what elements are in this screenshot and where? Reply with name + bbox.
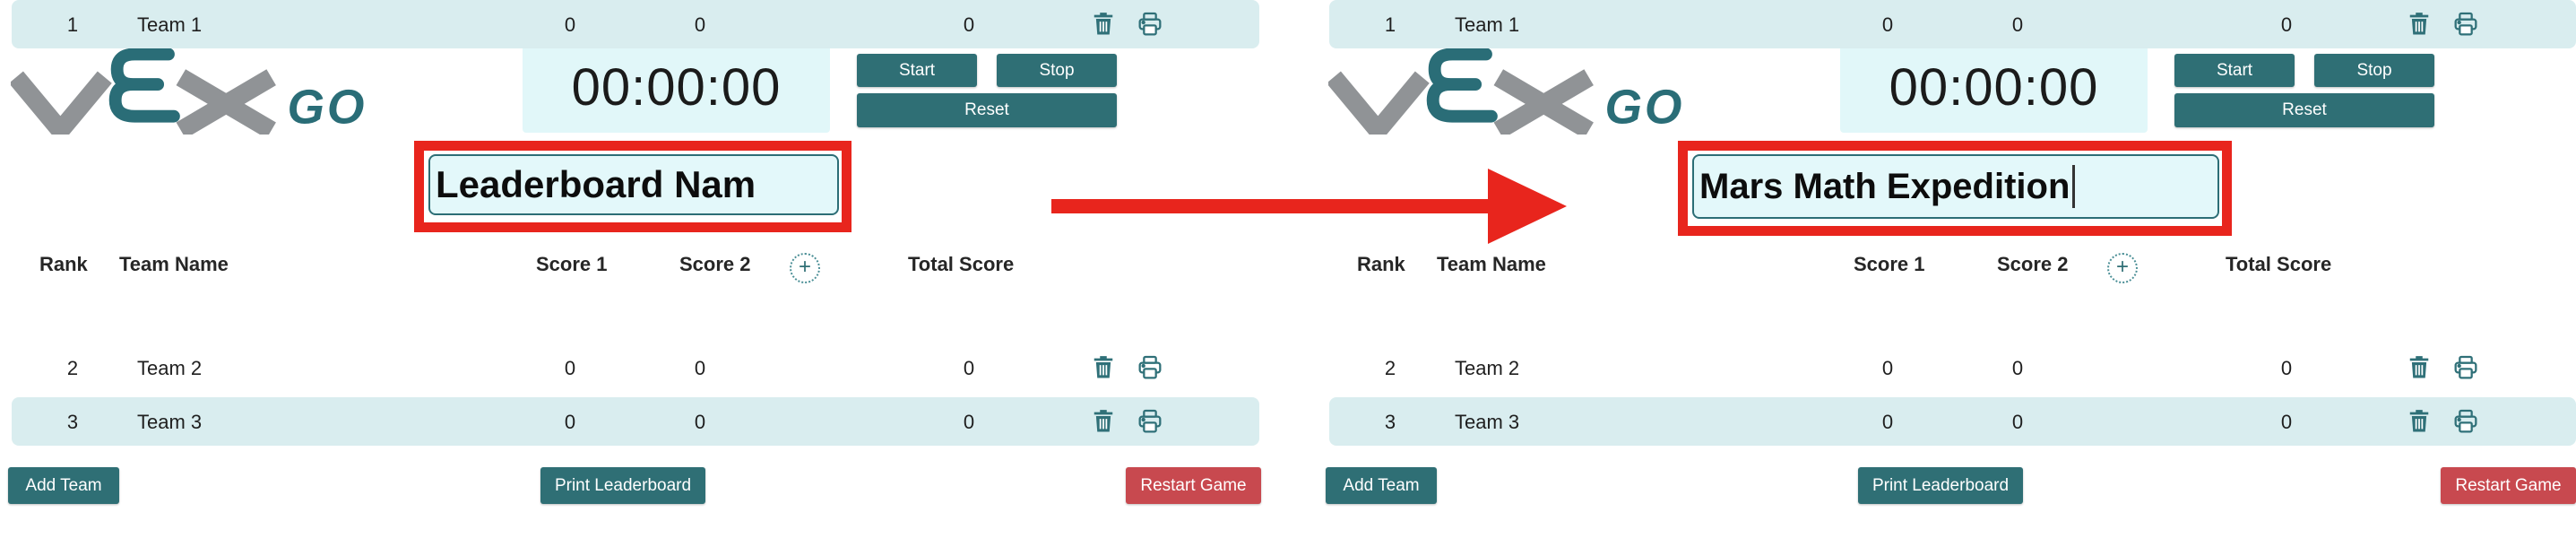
leaderboard-name-text: Mars Math Expedition <box>1699 166 2070 206</box>
stop-button[interactable]: Stop <box>2314 54 2434 87</box>
print-team-icon[interactable] <box>1136 353 1164 382</box>
table-header: Rank Team Name Score 1 Score 2 + Total S… <box>0 249 1286 283</box>
delete-team-icon[interactable] <box>1089 407 1118 436</box>
logo-v <box>1328 71 1430 135</box>
start-button[interactable]: Start <box>857 54 977 87</box>
total-score-cell: 0 <box>963 411 975 433</box>
red-highlight-annotation: Mars Math Expedition <box>1678 141 2232 236</box>
add-team-button[interactable]: Add Team <box>1326 467 1437 504</box>
add-score-column-icon[interactable]: + <box>2107 253 2138 283</box>
table-row: 1 Team 1 0 0 0 <box>12 0 1259 48</box>
total-score-cell: 0 <box>963 13 975 36</box>
timer-display: 00:00:00 <box>1840 41 2148 133</box>
header-rank: Rank <box>39 253 88 275</box>
restart-game-button[interactable]: Restart Game <box>2441 467 2576 504</box>
table-row: 2 Team 2 0 0 0 <box>12 343 1259 392</box>
table-row: 3 Team 3 0 0 0 <box>1329 397 2576 446</box>
score2-cell: 0 <box>694 411 706 433</box>
table-row: 2 Team 2 0 0 0 <box>1329 343 2576 392</box>
print-team-icon[interactable] <box>1136 407 1164 436</box>
score2-cell: 0 <box>2011 357 2024 379</box>
leaderboard-app-before: GO 00:00:00 Start Stop Reset Leaderboard… <box>0 0 1286 547</box>
rank-cell: 3 <box>66 411 79 433</box>
team-name-cell: Team 3 <box>1455 411 1520 433</box>
leaderboard-name-input[interactable]: Leaderboard Nam <box>428 154 839 215</box>
rank-cell: 1 <box>66 13 79 36</box>
reset-button[interactable]: Reset <box>857 93 1117 127</box>
delete-team-icon[interactable] <box>2405 10 2433 39</box>
delete-team-icon[interactable] <box>1089 353 1118 382</box>
logo-go-text: GO <box>1604 82 1684 135</box>
score1-cell: 0 <box>1881 13 1894 36</box>
score1-cell: 0 <box>1881 357 1894 379</box>
red-highlight-annotation: Leaderboard Nam <box>414 141 851 232</box>
restart-game-button[interactable]: Restart Game <box>1126 467 1261 504</box>
header-team-name: Team Name <box>1437 253 1546 275</box>
print-team-icon[interactable] <box>2451 353 2480 382</box>
text-caret <box>2072 165 2076 208</box>
score1-cell: 0 <box>564 13 576 36</box>
print-team-icon[interactable] <box>2451 407 2480 436</box>
print-leaderboard-button[interactable]: Print Leaderboard <box>540 467 705 504</box>
team-name-cell: Team 1 <box>1455 13 1520 36</box>
logo-x <box>1493 69 1594 135</box>
vex-go-logo: GO <box>11 48 367 135</box>
add-team-button[interactable]: Add Team <box>8 467 119 504</box>
header-score1: Score 1 <box>536 253 608 275</box>
total-score-cell: 0 <box>963 357 975 379</box>
logo-e <box>108 48 180 123</box>
reset-button[interactable]: Reset <box>2174 93 2434 127</box>
vex-go-logo: GO <box>1328 48 1684 135</box>
score1-cell: 0 <box>1881 411 1894 433</box>
table-row: 3 Team 3 0 0 0 <box>12 397 1259 446</box>
header-total-score: Total Score <box>908 253 1015 275</box>
header-total-score: Total Score <box>2226 253 2332 275</box>
score2-cell: 0 <box>694 357 706 379</box>
score2-cell: 0 <box>2011 13 2024 36</box>
team-name-cell: Team 2 <box>137 357 203 379</box>
delete-team-icon[interactable] <box>2405 407 2433 436</box>
right-arrow-annotation <box>1051 169 1567 244</box>
print-team-icon[interactable] <box>1136 10 1164 39</box>
table-row: 1 Team 1 0 0 0 <box>1329 0 2576 48</box>
score1-cell: 0 <box>564 411 576 433</box>
logo-v <box>11 71 112 135</box>
rank-cell: 3 <box>1384 411 1396 433</box>
total-score-cell: 0 <box>2280 13 2293 36</box>
delete-team-icon[interactable] <box>1089 10 1118 39</box>
delete-team-icon[interactable] <box>2405 353 2433 382</box>
stop-button[interactable]: Stop <box>997 54 1117 87</box>
start-button[interactable]: Start <box>2174 54 2295 87</box>
leaderboard-name-input[interactable]: Mars Math Expedition <box>1692 154 2219 219</box>
print-leaderboard-button[interactable]: Print Leaderboard <box>1858 467 2023 504</box>
rank-cell: 2 <box>66 357 79 379</box>
logo-go-text: GO <box>287 82 367 135</box>
header-score2: Score 2 <box>679 253 751 275</box>
header-rank: Rank <box>1357 253 1405 275</box>
logo-x <box>176 69 276 135</box>
add-score-column-icon[interactable]: + <box>790 253 820 283</box>
table-header: Rank Team Name Score 1 Score 2 + Total S… <box>1318 249 2576 283</box>
leaderboard-app-after: GO 00:00:00 Start Stop Reset Mars Math E… <box>1318 0 2576 547</box>
team-name-cell: Team 3 <box>137 411 203 433</box>
team-name-cell: Team 2 <box>1455 357 1520 379</box>
logo-e <box>1426 48 1498 123</box>
total-score-cell: 0 <box>2280 411 2293 433</box>
print-team-icon[interactable] <box>2451 10 2480 39</box>
timer-display: 00:00:00 <box>523 41 830 133</box>
rank-cell: 1 <box>1384 13 1396 36</box>
team-name-cell: Team 1 <box>137 13 203 36</box>
total-score-cell: 0 <box>2280 357 2293 379</box>
score2-cell: 0 <box>694 13 706 36</box>
score1-cell: 0 <box>564 357 576 379</box>
rank-cell: 2 <box>1384 357 1396 379</box>
header-score2: Score 2 <box>1997 253 2069 275</box>
header-team-name: Team Name <box>119 253 229 275</box>
header-score1: Score 1 <box>1854 253 1925 275</box>
score2-cell: 0 <box>2011 411 2024 433</box>
